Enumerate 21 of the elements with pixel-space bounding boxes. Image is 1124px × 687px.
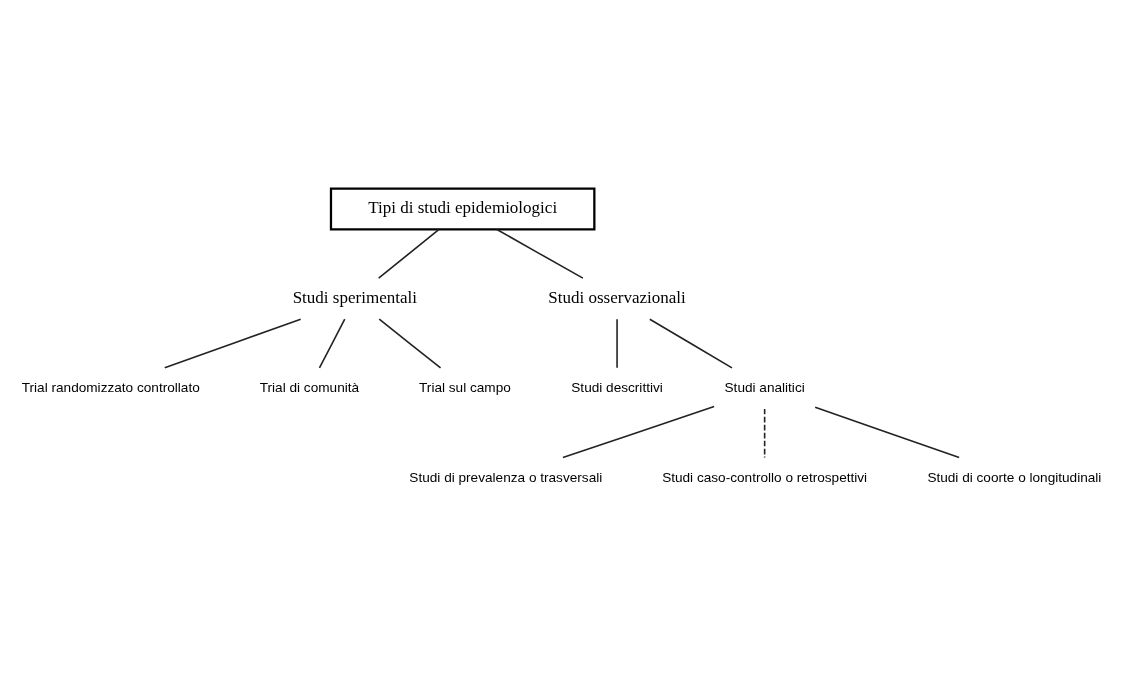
connector [318, 318, 346, 369]
connector [496, 228, 584, 279]
node-text: Studi di coorte o longitudinali [927, 469, 1102, 485]
node-text: Trial randomizzato controllato [21, 379, 200, 395]
node-text: Studi descrittivi [571, 379, 663, 395]
connector [616, 318, 618, 369]
node-text: Studi caso-controllo o retrospettivi [662, 469, 868, 485]
connector [562, 405, 715, 459]
connector [377, 228, 440, 279]
node-text: Trial di comunità [259, 379, 360, 395]
node-text: Studi osservazionali [548, 287, 686, 307]
node-text: Studi sperimentali [292, 287, 417, 307]
node-box: Tipi di studi epidemiologici [329, 187, 596, 231]
node-text: Trial sul campo [419, 379, 511, 395]
connector [649, 318, 733, 369]
connector [814, 406, 960, 459]
node-text: Studi di prevalenza o trasversali [409, 469, 603, 485]
connector [763, 408, 766, 459]
connector [163, 318, 302, 369]
node-text: Studi analitici [724, 379, 805, 395]
connector [378, 318, 442, 369]
